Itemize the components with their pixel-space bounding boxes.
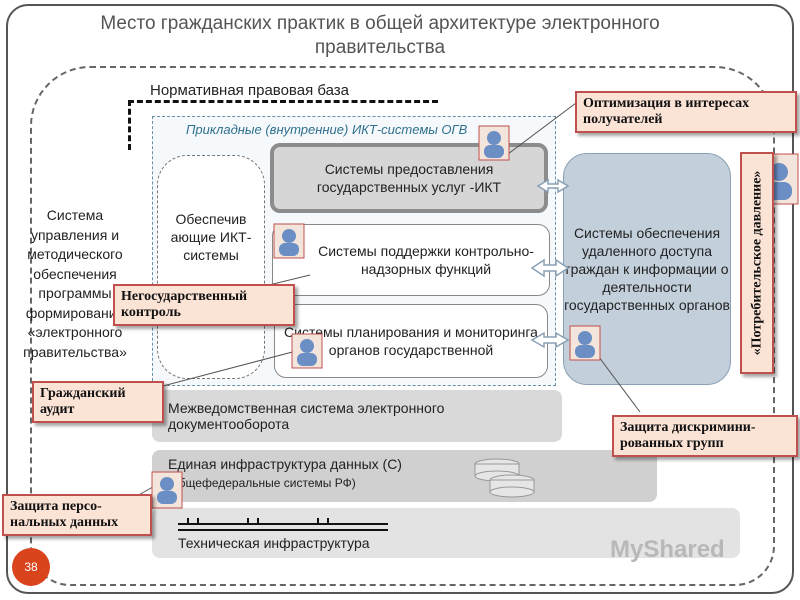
remote-access-text: Системы обеспечения удаленного доступа г…: [564, 225, 730, 313]
normative-base-label: Нормативная правовая база: [150, 82, 349, 99]
consumer-pressure-text: «Потребительское давление»: [749, 170, 765, 356]
data-infra-text-1: Единая инфраструктура данных (С): [168, 456, 402, 472]
network-lines-icon: [178, 518, 388, 531]
normative-base-bracket: [128, 100, 438, 150]
gov-services-text: Системы предоставления государственных у…: [316, 161, 502, 195]
database-icon: [474, 458, 535, 498]
outer-dashed-area: [30, 66, 775, 586]
control-functions-box: Системы поддержки контрольно-надзорных ф…: [272, 224, 550, 296]
ict-systems-label: Прикладные (внутренние) ИКТ-системы ОГВ: [186, 122, 468, 137]
page-number-badge: 38: [12, 548, 50, 586]
doc-flow-bar: Межведомственная система электронного до…: [152, 390, 562, 442]
data-infra-text-2: (общефедеральные системы РФ): [168, 476, 356, 490]
connector-line: [139, 349, 301, 393]
control-functions-text: Системы поддержки контрольно-надзорных ф…: [318, 243, 534, 277]
optimization-note: Оптимизация в интересах получателей: [575, 91, 797, 133]
connector-line: [499, 99, 581, 161]
planning-text: Системы планирования и мониторинга орган…: [284, 324, 538, 358]
double-arrow-icon: [530, 178, 570, 349]
data-infra-bar: Единая инфраструктура данных (С) (общефе…: [152, 450, 657, 502]
personal-data-note: Защита персо-нальных данных: [2, 494, 152, 536]
management-system-text: Система управления и методического обесп…: [23, 207, 127, 360]
civil-audit-note: Гражданский аудит: [32, 381, 164, 423]
slide-title: Место гражданских практик в общей архите…: [100, 13, 660, 58]
nongov-control-note: Негосударственный контроль: [113, 284, 295, 326]
civil-audit-text: Гражданский аудит: [40, 386, 126, 417]
discrimination-note: Защита дискримини-рованных групп: [612, 415, 798, 457]
optimization-text: Оптимизация в интересах получателей: [583, 96, 750, 127]
nongov-control-text: Негосударственный контроль: [121, 289, 248, 320]
doc-flow-text: Межведомственная система электронного до…: [168, 400, 445, 432]
support-systems-box: Обеспечив ающие ИКТ-системы: [157, 155, 265, 379]
person-icon: [151, 471, 183, 509]
tech-infra-text: Техническая инфраструктура: [178, 535, 370, 551]
tech-infra-bar: Техническая инфраструктура: [152, 508, 740, 558]
support-systems-text: Обеспечив ающие ИКТ-системы: [170, 211, 252, 263]
watermark: MyShared: [610, 536, 725, 563]
person-icon: [291, 333, 323, 369]
personal-data-text: Защита персо-нальных данных: [10, 499, 119, 530]
consumer-pressure-note: «Потребительское давление»: [740, 152, 774, 374]
slide-frame: [6, 4, 794, 594]
person-icon: [478, 125, 510, 161]
person-icon: [273, 223, 305, 259]
person-icon: [569, 325, 601, 361]
discrimination-text: Защита дискримини-рованных групп: [620, 420, 756, 451]
